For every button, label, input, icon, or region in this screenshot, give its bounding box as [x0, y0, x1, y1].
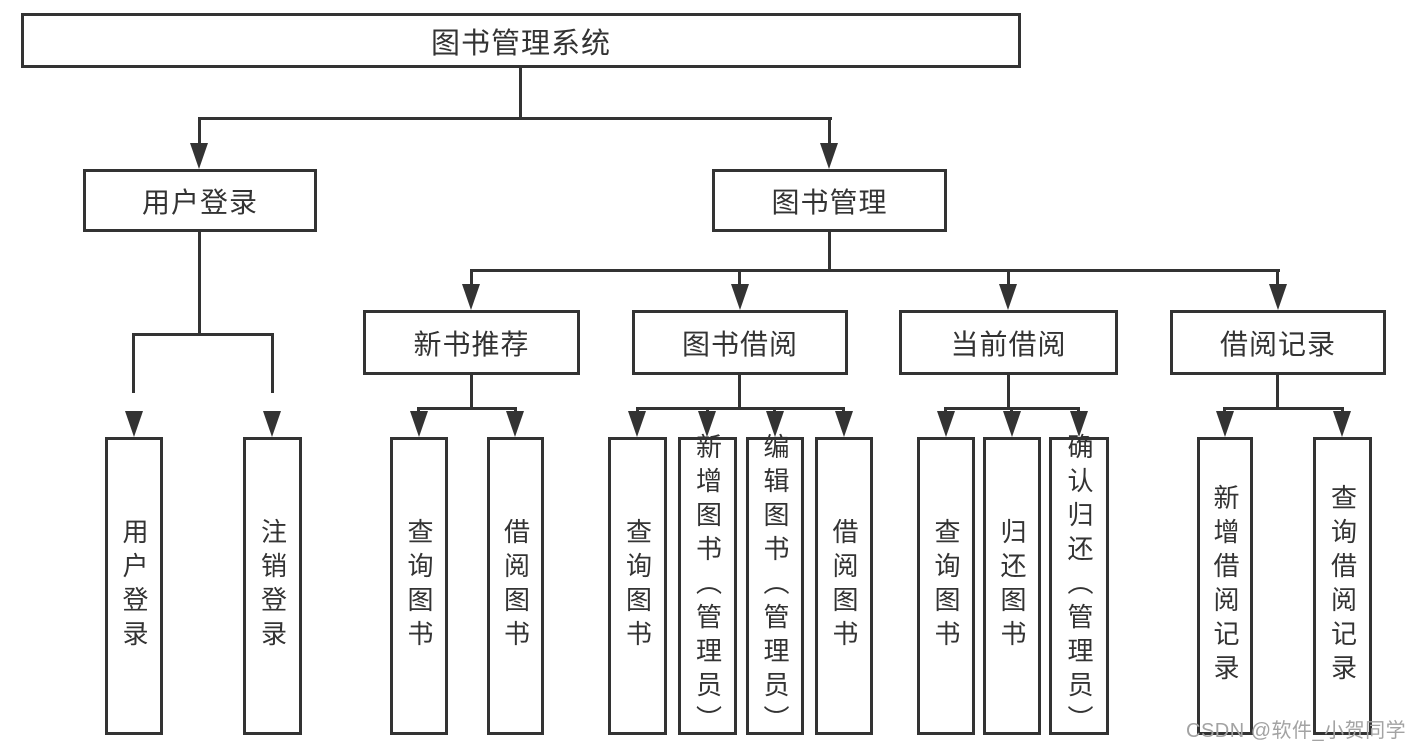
leaf-query-books-borrowing: 查询图书: [608, 437, 667, 735]
arrow-down-icon: [263, 411, 281, 437]
leaf-query-books-recommend: 查询图书: [390, 437, 448, 735]
leaf-borrow-books: 借阅图书: [815, 437, 873, 735]
node-book-borrowing-label: 图书借阅: [681, 328, 798, 360]
arrow-down-icon: [190, 143, 208, 169]
node-book-management: 图书管理: [712, 169, 947, 232]
connector-line: [470, 375, 473, 410]
node-current-borrowing-label: 当前借阅: [950, 328, 1067, 360]
connector-line: [198, 117, 832, 120]
leaf-edit-books-admin: 编辑图书（管理员）: [746, 433, 804, 739]
leaf-user-login-label: 用户登录: [119, 518, 149, 654]
node-new-book-recommend: 新书推荐: [363, 310, 580, 375]
node-borrowing-records-label: 借阅记录: [1219, 328, 1336, 360]
arrow-down-icon: [766, 411, 784, 437]
arrow-down-icon: [1003, 411, 1021, 437]
leaf-confirm-return-admin-label: 确认归还（管理员）: [1064, 433, 1094, 739]
leaf-query-books-borrowing-label: 查询图书: [622, 518, 653, 654]
leaf-add-borrow-record-label: 新增借阅记录: [1210, 484, 1240, 688]
arrow-down-icon: [1216, 411, 1234, 437]
leaf-query-books-current: 查询图书: [917, 437, 975, 735]
node-user-login-label: 用户登录: [141, 186, 258, 218]
connector-line: [519, 68, 522, 118]
leaf-return-books-label: 归还图书: [997, 518, 1027, 654]
csdn-watermark: CSDN @软件_小贺同学: [1186, 720, 1405, 742]
arrow-down-icon: [999, 284, 1017, 310]
leaf-return-books: 归还图书: [983, 437, 1041, 735]
arrow-down-icon: [731, 284, 749, 310]
node-user-login: 用户登录: [83, 169, 317, 232]
connector-line: [132, 333, 135, 393]
arrow-down-icon: [462, 284, 480, 310]
connector-line: [470, 269, 473, 289]
node-new-book-recommend-label: 新书推荐: [413, 328, 530, 360]
leaf-query-books-current-label: 查询图书: [931, 518, 961, 654]
leaf-logout-label: 注销登录: [257, 518, 288, 654]
connector-line: [828, 117, 831, 149]
node-borrowing-records: 借阅记录: [1170, 310, 1386, 375]
connector-line: [1276, 269, 1279, 289]
arrow-down-icon: [937, 411, 955, 437]
connector-line: [198, 117, 201, 149]
leaf-add-books-admin: 新增图书（管理员）: [678, 433, 737, 739]
arrow-down-icon: [125, 411, 143, 437]
arrow-down-icon: [698, 411, 716, 437]
connector-line: [738, 269, 741, 289]
connector-line: [1007, 375, 1010, 410]
node-book-borrowing: 图书借阅: [632, 310, 848, 375]
leaf-user-login: 用户登录: [105, 437, 163, 735]
leaf-query-books-recommend-label: 查询图书: [404, 518, 434, 654]
arrow-down-icon: [628, 411, 646, 437]
arrow-down-icon: [1333, 411, 1351, 437]
connector-line: [470, 269, 1280, 272]
node-book-management-label: 图书管理: [771, 186, 888, 218]
connector-line: [636, 407, 844, 410]
connector-line: [828, 232, 831, 272]
node-current-borrowing: 当前借阅: [899, 310, 1118, 375]
leaf-borrow-books-recommend-label: 借阅图书: [500, 518, 531, 654]
arrow-down-icon: [506, 411, 524, 437]
leaf-add-borrow-record: 新增借阅记录: [1197, 437, 1253, 735]
arrow-down-icon: [820, 143, 838, 169]
connector-line: [132, 333, 274, 336]
leaf-add-books-admin-label: 新增图书（管理员）: [692, 433, 723, 739]
node-root-label: 图书管理系统: [430, 27, 611, 60]
connector-line: [417, 407, 516, 410]
connector-line: [271, 333, 274, 393]
connector-line: [738, 375, 741, 410]
leaf-query-borrow-record: 查询借阅记录: [1313, 437, 1372, 735]
arrow-down-icon: [1070, 411, 1088, 437]
leaf-edit-books-admin-label: 编辑图书（管理员）: [760, 433, 790, 739]
arrow-down-icon: [835, 411, 853, 437]
leaf-query-borrow-record-label: 查询借阅记录: [1327, 484, 1358, 688]
leaf-logout: 注销登录: [243, 437, 302, 735]
connector-line: [198, 232, 201, 336]
arrow-down-icon: [1269, 284, 1287, 310]
leaf-borrow-books-recommend: 借阅图书: [487, 437, 544, 735]
arrow-down-icon: [410, 411, 428, 437]
leaf-confirm-return-admin: 确认归还（管理员）: [1049, 433, 1109, 739]
node-root: 图书管理系统: [21, 13, 1021, 68]
connector-line: [1276, 375, 1279, 410]
leaf-borrow-books-label: 借阅图书: [829, 518, 859, 654]
connector-line: [1007, 269, 1010, 289]
connector-line: [1223, 407, 1343, 410]
